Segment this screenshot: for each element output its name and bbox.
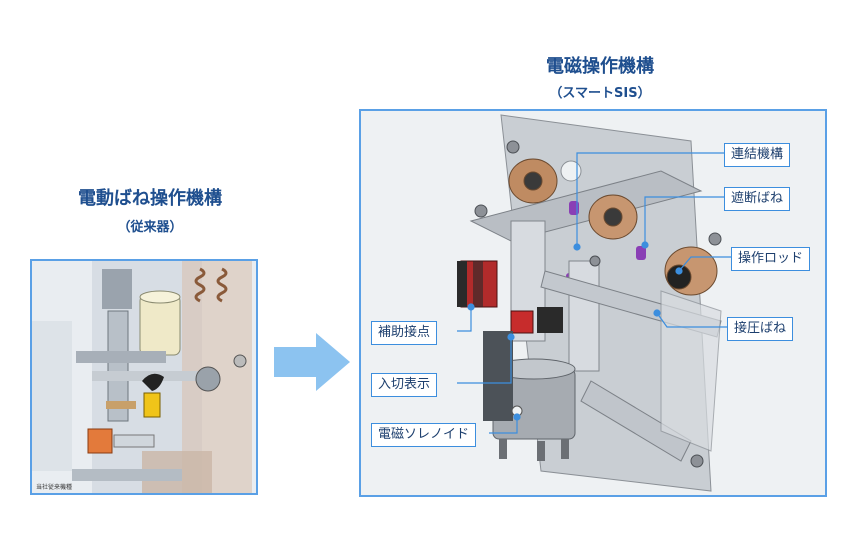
transition-arrow xyxy=(274,333,350,391)
callout-on-off-indicator: 入切表示 xyxy=(371,373,438,397)
callout-auxiliary-contact: 補助接点 xyxy=(371,321,438,345)
callout-contact-pressure-spring: 接圧ばね xyxy=(727,317,794,341)
electromagnetic-subtitle: （スマートSIS） xyxy=(549,86,651,101)
callout-coupling-mechanism: 連結機構 xyxy=(724,143,791,167)
conventional-title: 電動ばね操作機構 xyxy=(78,188,222,209)
callout-electromagnetic-solenoid: 電磁ソレノイド xyxy=(371,423,477,447)
conventional-mechanism-drawing xyxy=(32,261,256,493)
electromagnetic-mechanism-image: 連結機構 遮断ばね 操作ロッド 接圧ばね 補助接点 入切表示 電磁ソレノイド xyxy=(359,109,827,497)
callout-operating-rod: 操作ロッド xyxy=(731,247,811,271)
electromagnetic-title: 電磁操作機構 xyxy=(546,56,654,77)
conventional-subtitle: （従来器） xyxy=(117,220,183,235)
callout-breaking-spring: 遮断ばね xyxy=(724,187,791,211)
conventional-mechanism-image: 当社従来機種 xyxy=(30,259,258,495)
image-credit: 当社従来機種 xyxy=(36,484,73,491)
